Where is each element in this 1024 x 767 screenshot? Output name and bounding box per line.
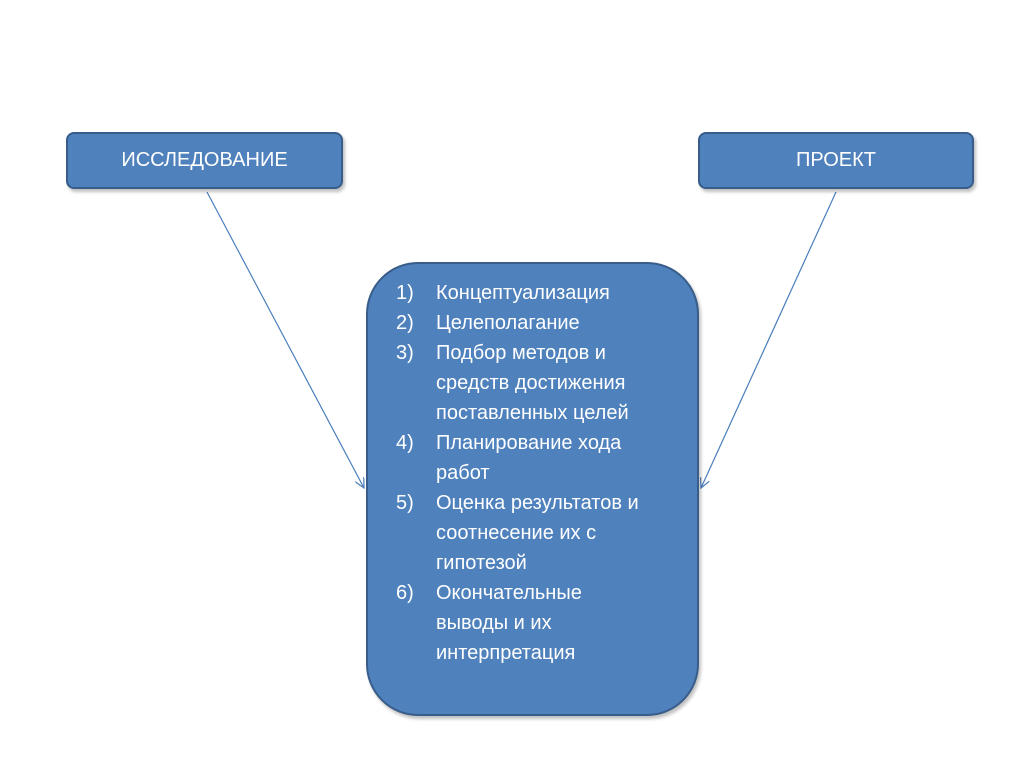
step-text: Оценка результатов и соотнесение их с ги… (436, 492, 639, 574)
step-text: Планирование хода работ (436, 432, 622, 484)
step-list: 1) Концептуализация 2) Целеполагание 3) … (396, 278, 687, 668)
step-item: 3) Подбор методов и средств достижения п… (396, 338, 687, 428)
step-text: Окончательные выводы и их интерпретация (436, 582, 582, 664)
step-item: 1) Концептуализация (396, 278, 687, 308)
step-text: Концептуализация (436, 282, 610, 304)
arrow-research-to-center (206, 191, 364, 488)
step-number: 4) (396, 432, 414, 454)
step-number: 2) (396, 312, 414, 334)
step-number: 6) (396, 582, 414, 604)
step-item: 2) Целеполагание (396, 308, 687, 338)
step-item: 5) Оценка результатов и соотнесение их с… (396, 488, 687, 578)
step-item: 6) Окончательные выводы и их интерпретац… (396, 578, 687, 668)
project-label: ПРОЕКТ (795, 149, 877, 171)
step-number: 1) (396, 282, 414, 304)
steps-box: 1) Концептуализация 2) Целеполагание 3) … (366, 262, 699, 716)
step-text: Целеполагание (436, 312, 580, 334)
step-item: 4) Планирование хода работ (396, 428, 687, 488)
research-label: ИССЛЕДОВАНИЕ (121, 149, 288, 171)
project-box: ПРОЕКТ (698, 132, 974, 189)
step-number: 5) (396, 492, 414, 514)
research-box: ИССЛЕДОВАНИЕ (66, 132, 343, 189)
step-text: Подбор методов и средств достижения пост… (436, 342, 629, 424)
arrow-project-to-center (701, 191, 837, 488)
step-number: 3) (396, 342, 414, 364)
